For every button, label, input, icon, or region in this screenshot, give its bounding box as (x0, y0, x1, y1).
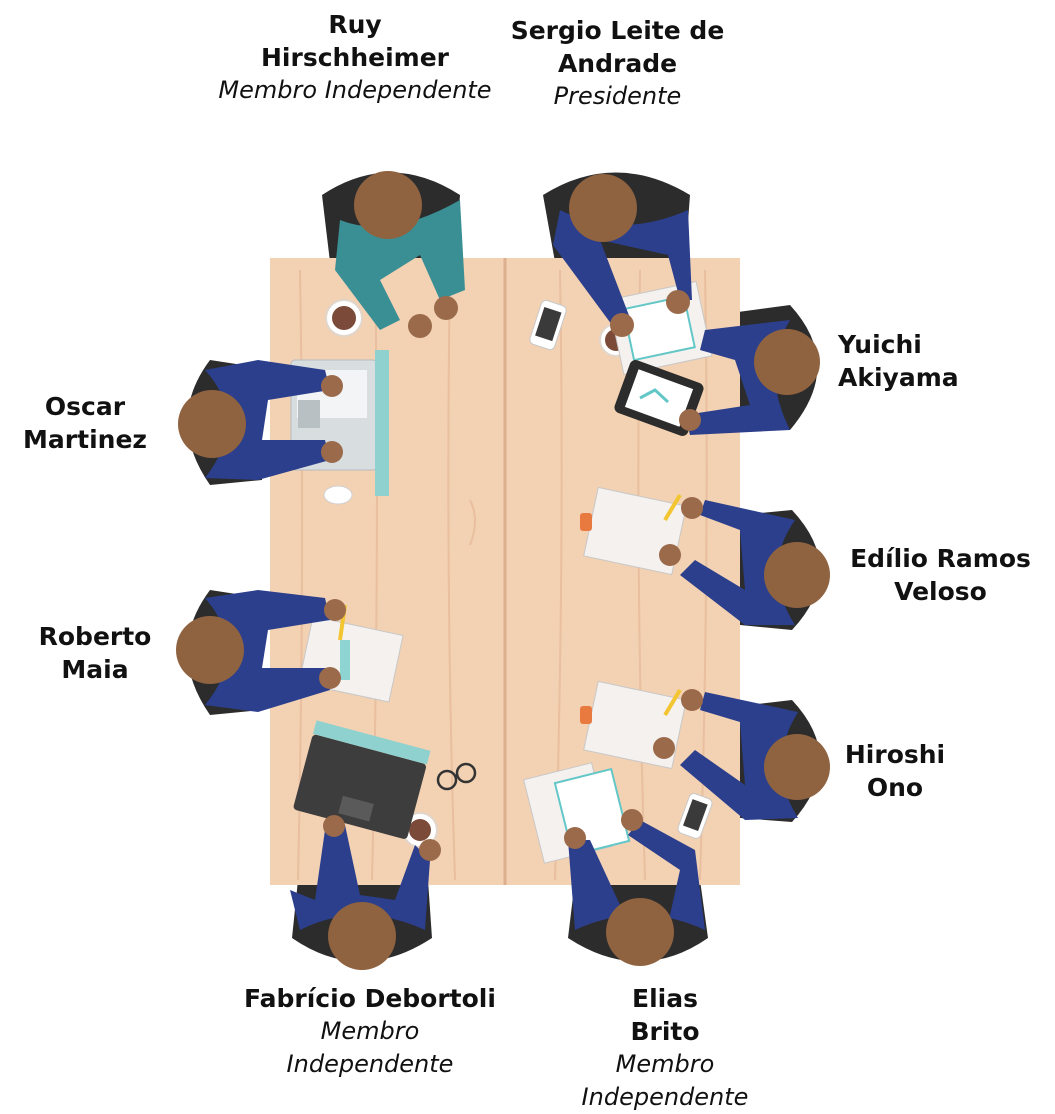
label-hiroshi: Hiroshi Ono (840, 738, 950, 804)
mouse-icon (324, 486, 352, 504)
label-edilio: Edílio Ramos Veloso (838, 542, 1043, 608)
label-fabricio: Fabrício Debortoli Membro Independente (225, 982, 515, 1081)
label-sergio: Sergio Leite de Andrade Presidente (495, 14, 740, 113)
label-yuichi: Yuichi Akiyama (838, 328, 998, 394)
label-oscar: Oscar Martinez (10, 390, 160, 456)
label-elias: Elias Brito Membro Independente (565, 982, 765, 1114)
label-ruy: Ruy Hirschheimer Membro Independente (200, 8, 510, 107)
label-roberto: Roberto Maia (20, 620, 170, 686)
